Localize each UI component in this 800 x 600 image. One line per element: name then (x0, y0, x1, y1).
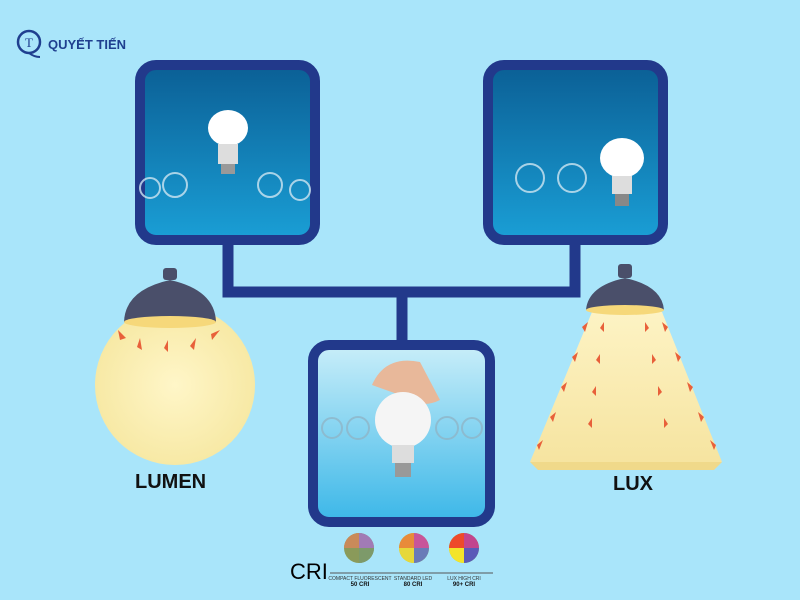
frame-bottom-center (308, 340, 495, 527)
arrow-marks (537, 322, 716, 450)
led-bulb-image (139, 110, 311, 201)
cri-wheel-90 (449, 533, 479, 563)
brand-logo: T QUYẾT TIẾN (16, 29, 126, 59)
cri-item-standard: STANDARD LED 80 CRI (378, 576, 448, 588)
cri-value: 80 CRI (403, 582, 423, 588)
frame-top-right (483, 60, 668, 245)
cri-caption: COMPACT FLUORESCENT (328, 576, 392, 582)
cri-caption: LUX HIGH CRI (447, 576, 481, 582)
cri-caption: STANDARD LED (393, 576, 433, 582)
cri-wheels (330, 533, 493, 574)
connector-lines (222, 240, 581, 345)
frame-top-left (135, 60, 320, 245)
cri-value: 90+ CRI (452, 582, 476, 588)
brand-name: QUYẾT TIẾN (48, 36, 127, 52)
logo-emblem-icon: T (16, 29, 42, 58)
lumen-lamp-illustration (95, 268, 255, 465)
cri-item-high: LUX HIGH CRI 90+ CRI (429, 576, 499, 588)
cri-wheel-80 (399, 533, 429, 563)
lux-label: LUX (613, 473, 653, 495)
cri-label: CRI (290, 559, 328, 584)
svg-text:T: T (25, 35, 33, 50)
cri-wheel-50 (344, 533, 374, 563)
hand-bulb-image (321, 360, 483, 477)
bulbs-image (515, 138, 644, 206)
cri-item-compact: COMPACT FLUORESCENT 50 CRI (325, 576, 395, 588)
lumen-label: LUMEN (135, 471, 207, 493)
cri-value: 50 CRI (350, 582, 370, 588)
lux-lamp-illustration (530, 264, 722, 470)
